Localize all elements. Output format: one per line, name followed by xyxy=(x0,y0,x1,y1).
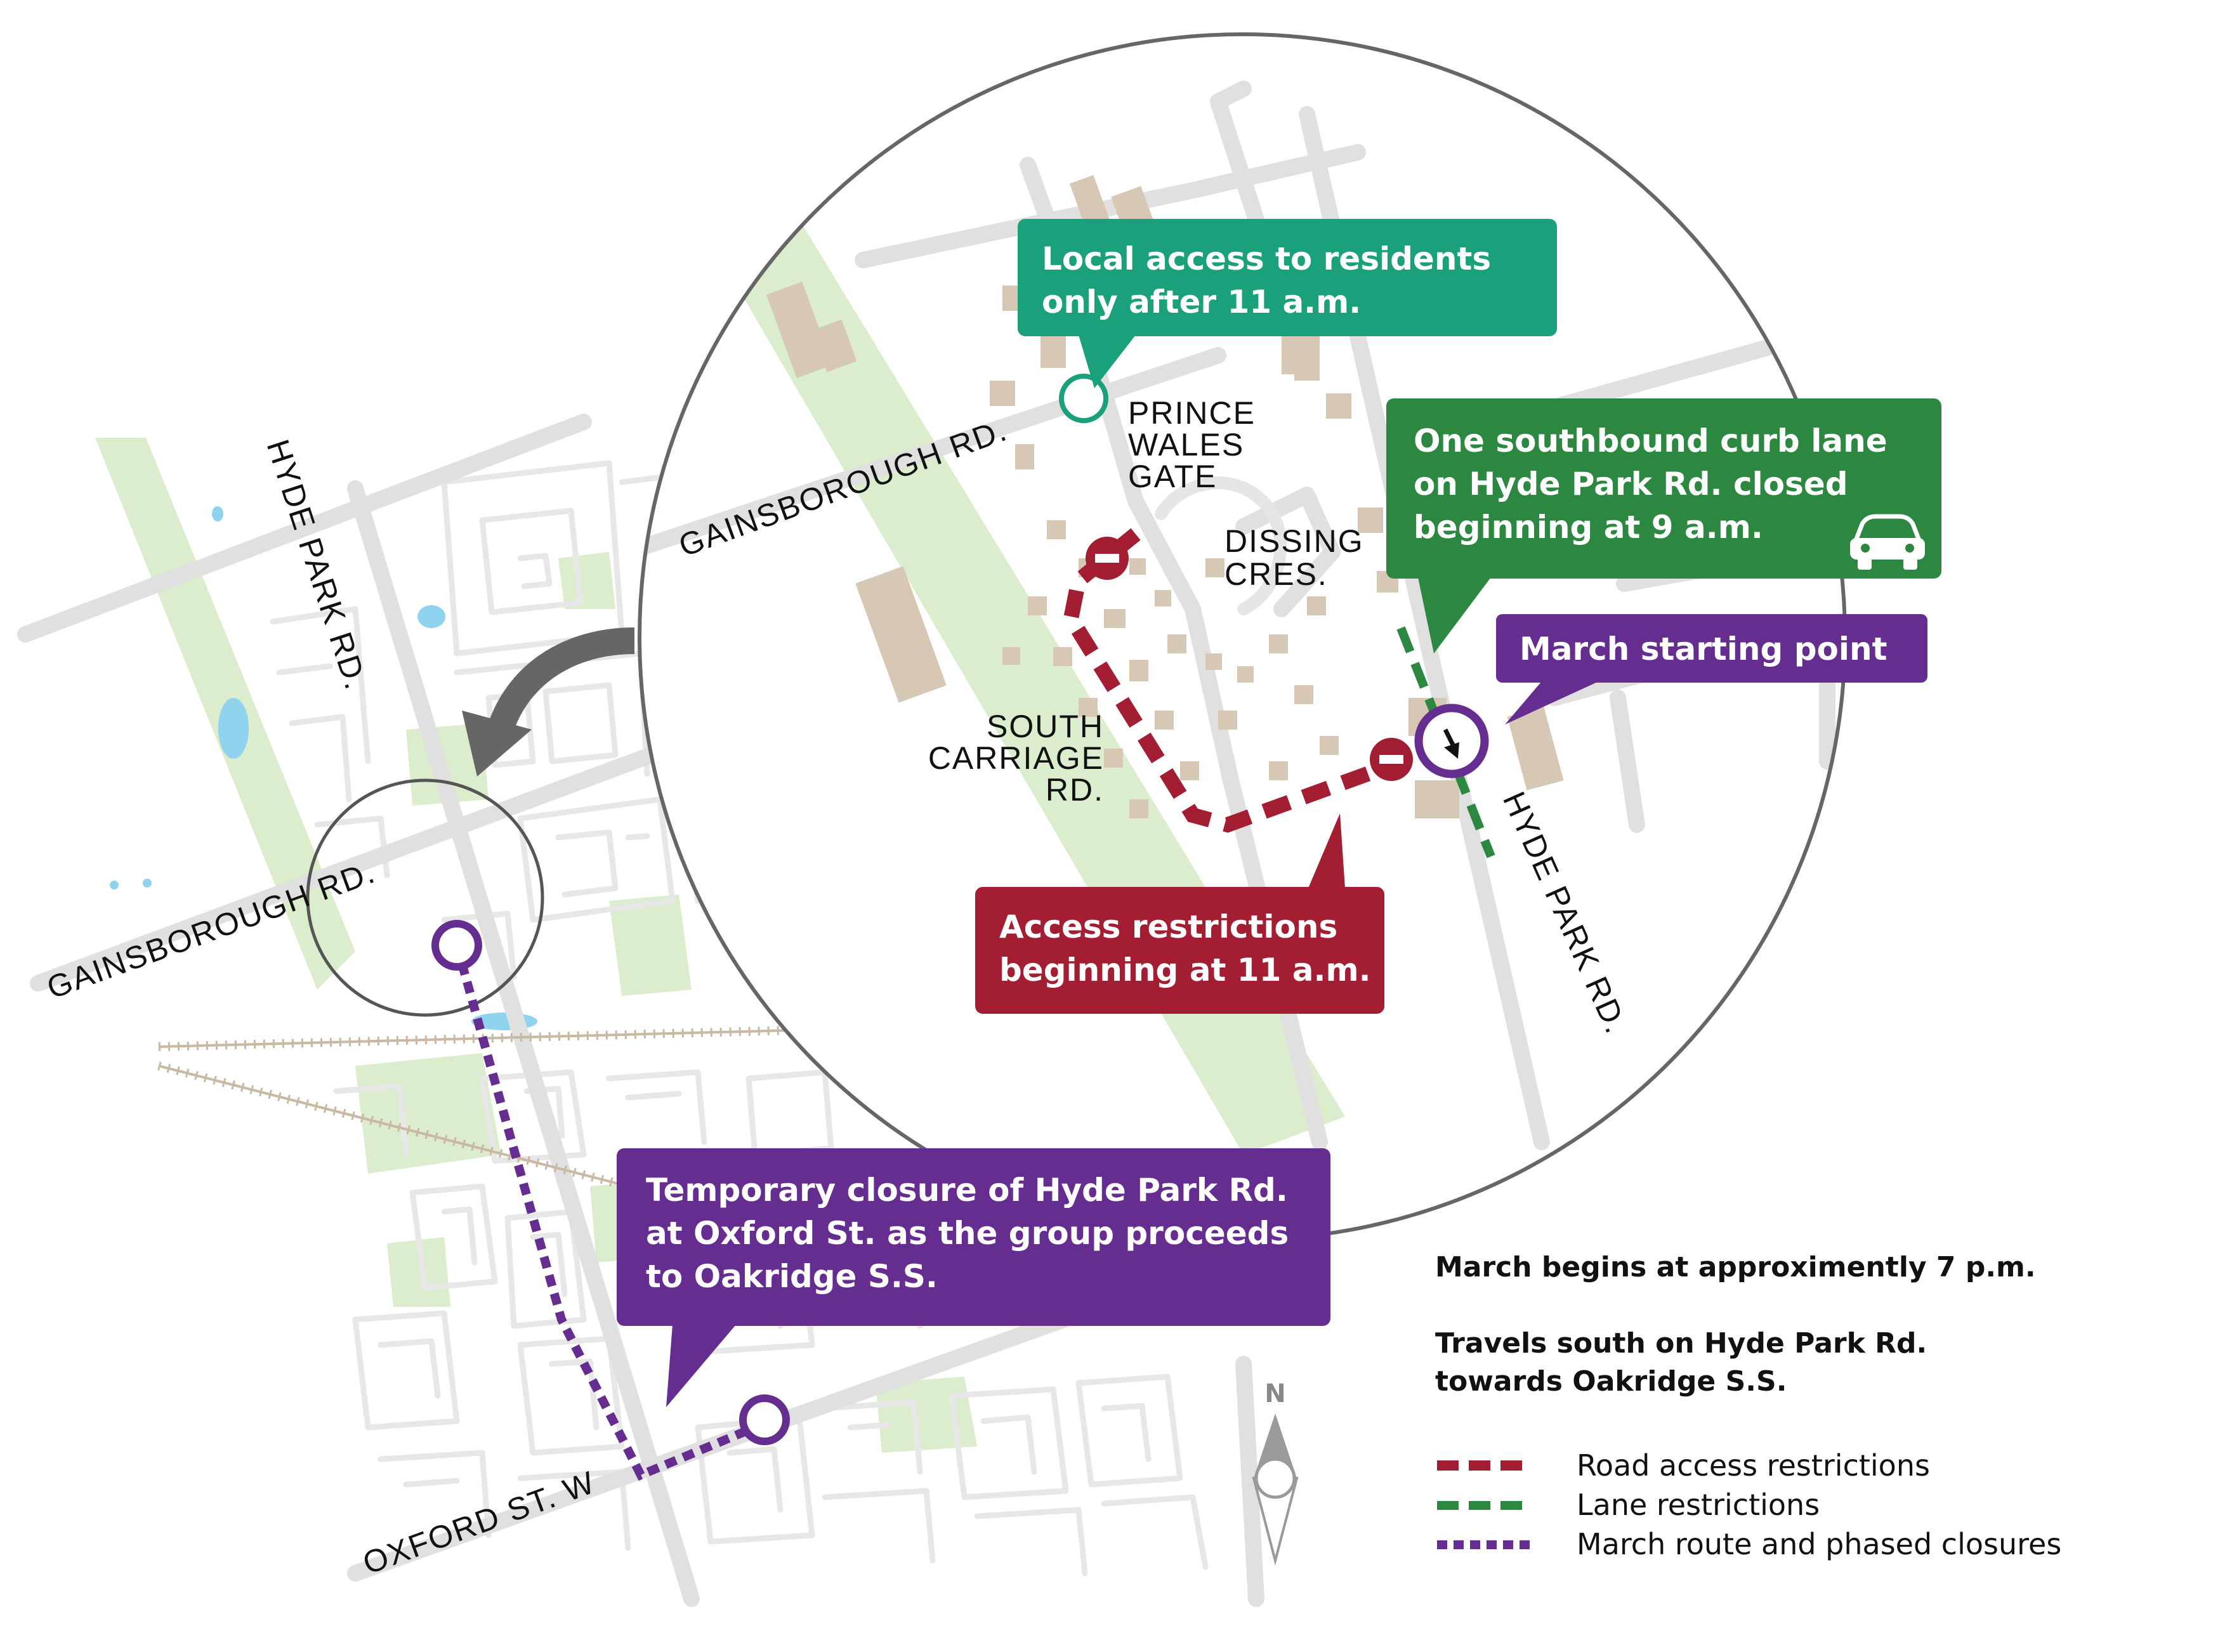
note-travels-south-1: Travels south on Hyde Park Rd. xyxy=(1435,1327,1927,1360)
svg-text:N: N xyxy=(1264,1379,1285,1408)
car-icon xyxy=(1850,514,1925,570)
svg-text:only after 11 a.m.: only after 11 a.m. xyxy=(1042,284,1361,320)
svg-text:beginning at 11 a.m.: beginning at 11 a.m. xyxy=(999,952,1371,988)
label-prince-wales-1: PRINCE xyxy=(1128,395,1256,431)
down-arrow-icon xyxy=(1443,728,1459,759)
zoom-arrow-icon xyxy=(462,627,635,777)
callout-southbound-lane: One southbound curb lane on Hyde Park Rd… xyxy=(1386,398,1941,653)
local-access-marker xyxy=(1059,374,1108,423)
hyde-park-road-main xyxy=(347,480,700,1607)
compass-icon: N xyxy=(1252,1379,1299,1566)
label-prince-wales-2: WALES xyxy=(1128,427,1244,462)
label-dissing-2: CRES. xyxy=(1224,556,1328,592)
svg-text:on Hyde Park Rd. closed: on Hyde Park Rd. closed xyxy=(1414,466,1848,502)
svg-text:One southbound curb lane: One southbound curb lane xyxy=(1414,423,1887,459)
note-travels-south-2: towards Oakridge S.S. xyxy=(1435,1365,1787,1398)
callout-local-access: Local access to residents only after 11 … xyxy=(1018,219,1557,388)
svg-text:Temporary closure of Hyde Park: Temporary closure of Hyde Park Rd. xyxy=(646,1172,1288,1209)
label-oxford: OXFORD ST. W xyxy=(358,1464,600,1581)
march-end-marker xyxy=(739,1394,790,1445)
label-hyde-park-main: HYDE PARK RD. xyxy=(260,435,374,694)
callout-access-restrictions: Access restrictions beginning at 11 a.m. xyxy=(975,813,1384,1014)
label-south-carriage-3: RD. xyxy=(1046,772,1104,808)
zoom-area-circle xyxy=(306,778,544,1017)
railway xyxy=(157,1023,889,1197)
callout-temporary-closure: Temporary closure of Hyde Park Rd. at Ox… xyxy=(617,1148,1330,1407)
label-dissing-1: DISSING xyxy=(1224,523,1364,559)
svg-text:to Oakridge S.S.: to Oakridge S.S. xyxy=(646,1258,938,1295)
legend-label-march-route: March route and phased closures xyxy=(1577,1527,2061,1561)
svg-text:at Oxford St. as the group pro: at Oxford St. as the group proceeds xyxy=(646,1215,1289,1252)
legend-label-lane: Lane restrictions xyxy=(1577,1488,1820,1522)
march-route xyxy=(452,944,757,1481)
no-entry-icon xyxy=(1370,738,1413,781)
svg-text:Local access to residents: Local access to residents xyxy=(1042,240,1491,277)
callout-march-start: March starting point xyxy=(1496,614,1927,724)
legend: Road access restrictions Lane restrictio… xyxy=(1437,1448,2061,1561)
march-start-marker xyxy=(431,920,482,971)
note-march-begins: March begins at approximently 7 p.m. xyxy=(1435,1251,2036,1283)
svg-text:March starting point: March starting point xyxy=(1520,631,1887,667)
label-prince-wales-3: GATE xyxy=(1128,459,1217,494)
no-entry-icon xyxy=(1086,537,1129,580)
svg-text:beginning at 9 a.m.: beginning at 9 a.m. xyxy=(1414,509,1763,546)
label-south-carriage-1: SOUTH xyxy=(987,709,1104,744)
svg-text:Access restrictions: Access restrictions xyxy=(999,908,1337,945)
legend-label-road-access: Road access restrictions xyxy=(1577,1448,1930,1483)
label-south-carriage-2: CARRIAGE xyxy=(928,740,1104,776)
